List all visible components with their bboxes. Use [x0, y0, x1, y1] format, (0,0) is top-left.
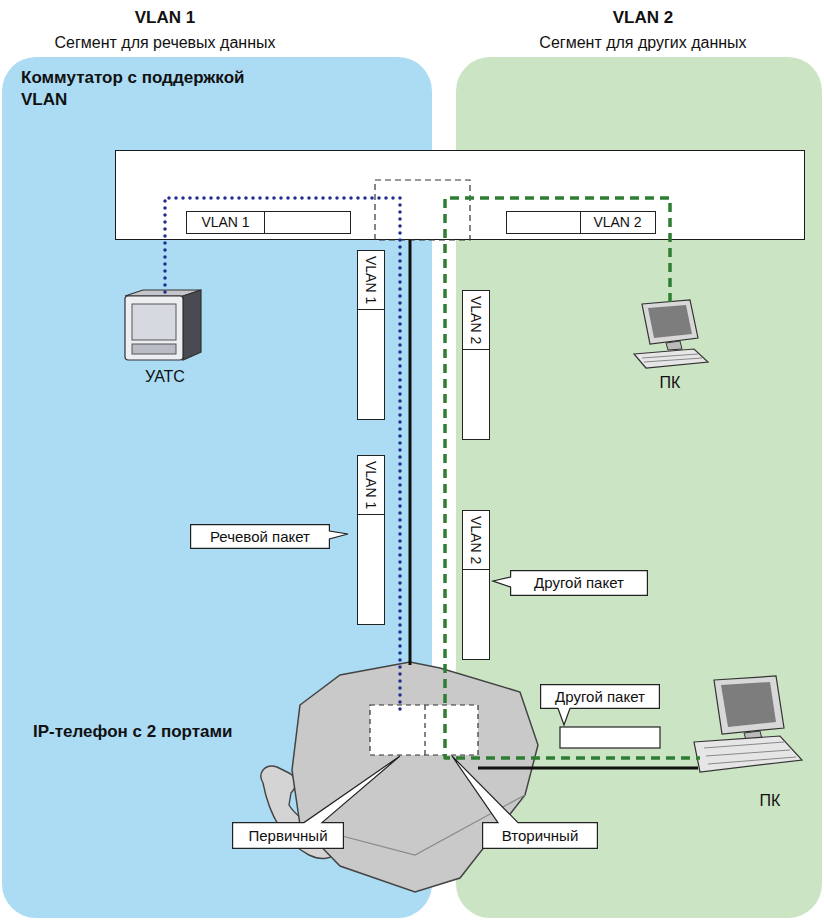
port-label-holder: VLAN 2 — [580, 212, 655, 233]
switch-port: VLAN 2 — [506, 211, 656, 234]
callout-box: Вторичный — [482, 822, 598, 849]
network-link — [445, 198, 700, 758]
callout-text-holder: Первичный — [232, 822, 344, 849]
vlan-title: VLAN 2 — [456, 7, 824, 29]
callout-text: Другой пакет — [555, 684, 645, 709]
packet-divider — [463, 349, 489, 350]
region-heading: VLAN 2 Сегмент для других данных — [456, 7, 824, 54]
pc-keyboard — [694, 736, 802, 772]
device-label: ПК — [628, 372, 712, 394]
pbx-unit: УАТС — [117, 286, 213, 390]
tagged-packet: VLAN 2 — [462, 290, 490, 440]
pc-keyboard — [634, 349, 708, 368]
pbx-icon — [117, 286, 213, 364]
pbx-side — [183, 290, 201, 360]
port-label: VLAN 2 — [580, 212, 655, 232]
packet-divider — [463, 569, 489, 570]
port-divider — [580, 212, 581, 233]
callout-box: Речевой пакет — [190, 524, 330, 549]
pbx-label-holder: УАТС — [117, 366, 213, 388]
packet-tag: VLAN 2 — [466, 516, 486, 564]
ip-phone: IP-телефон с 2 портами — [255, 655, 545, 895]
callout-outline — [191, 525, 348, 549]
callout-text: Вторичный — [502, 822, 579, 849]
packet-tag-holder: VLAN 1 — [361, 256, 381, 304]
callout-box: Другой пакет — [510, 570, 648, 596]
packet-tag-holder: VLAN 2 — [466, 516, 486, 564]
port-divider — [264, 212, 265, 233]
packet-divider — [358, 309, 384, 310]
switch-title: Коммутатор с поддержкой VLAN — [21, 67, 251, 111]
phone-edge — [300, 795, 525, 855]
untagged-packet — [560, 727, 660, 748]
callout-outline — [541, 685, 660, 725]
packet-tag: VLAN 1 — [361, 256, 381, 304]
segment-subtitle: Сегмент для других данных — [456, 32, 824, 54]
port-divider — [424, 705, 425, 755]
callout-text-holder: Другой пакет — [510, 570, 648, 596]
pc-computer: ПК — [690, 676, 808, 816]
packet-tag-holder: VLAN 1 — [361, 461, 381, 509]
pc-computer: ПК — [628, 298, 712, 394]
pc-icon — [628, 298, 712, 372]
pc-keys — [704, 742, 796, 764]
callout-text-holder: Речевой пакет — [190, 524, 330, 549]
pc-monitor — [642, 300, 698, 344]
vlan-title: VLAN 1 — [2, 7, 328, 29]
phone-body — [292, 662, 538, 892]
device-label: ПК — [730, 790, 810, 812]
callout-text-holder: Вторичный — [482, 822, 598, 849]
phone-illustration — [255, 655, 545, 895]
network-link — [165, 198, 400, 715]
phone-title: IP-телефон с 2 портами — [33, 721, 233, 743]
packet-divider — [358, 514, 384, 515]
pc-label-holder: ПК — [628, 372, 712, 394]
pc-screen — [648, 305, 692, 338]
callout-text: Речевой пакет — [210, 524, 310, 549]
callout-outline — [493, 571, 647, 596]
tagged-packet: VLAN 1 — [357, 455, 385, 625]
callout-box: Первичный — [232, 822, 344, 849]
callout-box: Другой пакет — [540, 684, 660, 709]
callout-text: Другой пакет — [534, 570, 624, 596]
device-label: УАТС — [117, 366, 213, 388]
vlan-switch: Коммутатор с поддержкой VLANVLAN 1VLAN 2 — [115, 150, 805, 240]
region-heading: VLAN 1 Сегмент для речевых данных — [2, 7, 328, 54]
pbx-slot — [132, 344, 176, 354]
pbx-front — [125, 296, 183, 360]
pc-stand — [666, 341, 682, 350]
pc-icon — [690, 676, 808, 786]
pc-monitor — [714, 676, 784, 734]
tagged-packet: VLAN 2 — [462, 510, 490, 660]
pbx-panel — [132, 304, 176, 340]
tagged-packet: VLAN 1 — [357, 250, 385, 420]
packet-tag-holder: VLAN 2 — [466, 296, 486, 344]
pc-keys — [642, 354, 702, 362]
pc-screen — [721, 682, 776, 727]
phone-heading: IP-телефон с 2 портами — [33, 721, 233, 743]
packet-tag: VLAN 1 — [361, 461, 381, 509]
segment-subtitle: Сегмент для речевых данных — [2, 32, 328, 54]
packet-tag: VLAN 2 — [466, 296, 486, 344]
switch-heading: Коммутатор с поддержкой VLAN — [21, 67, 251, 111]
tagging-zone — [375, 180, 470, 240]
callout-text: Первичный — [248, 822, 327, 849]
switch-port: VLAN 1 — [186, 211, 351, 234]
port-label-holder: VLAN 1 — [187, 212, 264, 233]
network-link — [409, 240, 412, 665]
network-link — [478, 767, 698, 770]
callout-text-holder: Другой пакет — [540, 684, 660, 709]
pc-label-holder: ПК — [730, 790, 810, 812]
phone-ports — [370, 705, 478, 755]
port-label: VLAN 1 — [187, 212, 264, 232]
